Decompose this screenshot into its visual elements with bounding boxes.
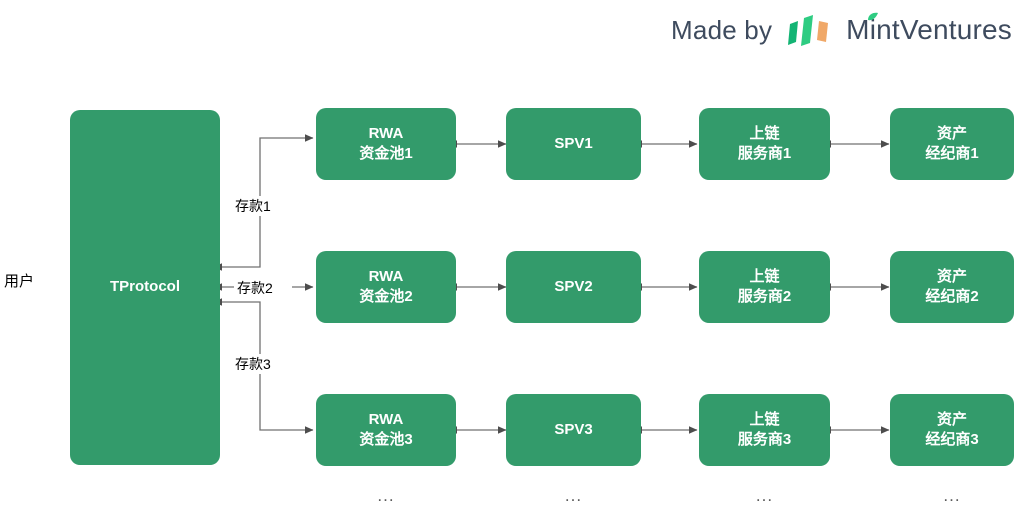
- node-rwa-pool-1[interactable]: RWA 资金池1: [316, 108, 456, 180]
- ellipsis-rwa-pool-column: ...: [377, 486, 395, 505]
- node-onchain-service-2-line1: 上链: [749, 267, 780, 285]
- leaf-accent-icon: [868, 12, 879, 21]
- node-spv-1[interactable]: SPV1: [506, 108, 641, 180]
- node-rwa-pool-3[interactable]: RWA 资金池3: [316, 394, 456, 466]
- edge-label-deposit-3: 存款3: [232, 354, 274, 374]
- made-by-label: Made by: [671, 14, 773, 45]
- node-rwa-pool-2-line2: 资金池2: [359, 288, 413, 305]
- node-asset-broker-3-line2: 经纪商3: [925, 431, 979, 448]
- brand-watermark: Made by MintVentures: [671, 12, 1012, 48]
- node-onchain-service-1-line2: 服务商1: [737, 145, 792, 162]
- node-onchain-service-3[interactable]: 上链 服务商3: [699, 394, 830, 466]
- node-rwa-pool-3-line2: 资金池3: [359, 431, 413, 448]
- edge-label-deposit-2: 存款2: [234, 278, 276, 298]
- edge-label-deposit-1: 存款1: [232, 196, 274, 216]
- brand-name-ventures: Ventures: [899, 14, 1012, 45]
- node-rwa-pool-2[interactable]: RWA 资金池2: [316, 251, 456, 323]
- node-onchain-service-3-line1: 上链: [749, 410, 780, 428]
- ellipsis-spv-column: ...: [564, 486, 583, 505]
- node-asset-broker-3-line1: 资产: [936, 410, 967, 428]
- node-onchain-service-2-line2: 服务商2: [737, 288, 792, 305]
- node-tprotocol-label: TProtocol: [110, 278, 180, 296]
- node-asset-broker-1[interactable]: 资产 经纪商1: [890, 108, 1014, 180]
- node-spv-1-label: SPV1: [554, 134, 593, 152]
- node-rwa-pool-1-line1: RWA: [368, 124, 404, 142]
- node-asset-broker-2[interactable]: 资产 经纪商2: [890, 251, 1014, 323]
- ellipsis-asset-broker-column: ...: [943, 486, 961, 505]
- node-asset-broker-2-line1: 资产: [936, 267, 967, 285]
- node-rwa-pool-2-line1: RWA: [368, 267, 404, 285]
- brand-name: MintVentures: [846, 12, 1012, 46]
- node-rwa-pool-1-line2: 资金池1: [359, 145, 413, 162]
- node-onchain-service-3-line2: 服务商3: [737, 431, 792, 448]
- node-spv-2-label: SPV2: [554, 277, 593, 295]
- node-onchain-service-1-line1: 上链: [749, 124, 780, 142]
- actor-label-user: 用户: [4, 273, 35, 290]
- node-tprotocol[interactable]: TProtocol: [70, 110, 220, 465]
- node-asset-broker-1-line2: 经纪商1: [925, 145, 979, 162]
- node-asset-broker-2-line2: 经纪商2: [925, 288, 979, 305]
- ellipsis-onchain-service-column: ...: [755, 486, 774, 505]
- node-asset-broker-3[interactable]: 资产 经纪商3: [890, 394, 1014, 466]
- node-spv-3-label: SPV3: [554, 420, 593, 438]
- node-spv-2[interactable]: SPV2: [506, 251, 641, 323]
- node-spv-3[interactable]: SPV3: [506, 394, 641, 466]
- node-rwa-pool-3-line1: RWA: [368, 410, 404, 428]
- node-onchain-service-1[interactable]: 上链 服务商1: [699, 108, 830, 180]
- mint-ventures-bars-icon: [788, 15, 829, 46]
- node-asset-broker-1-line1: 资产: [936, 124, 967, 142]
- node-onchain-service-2[interactable]: 上链 服务商2: [699, 251, 830, 323]
